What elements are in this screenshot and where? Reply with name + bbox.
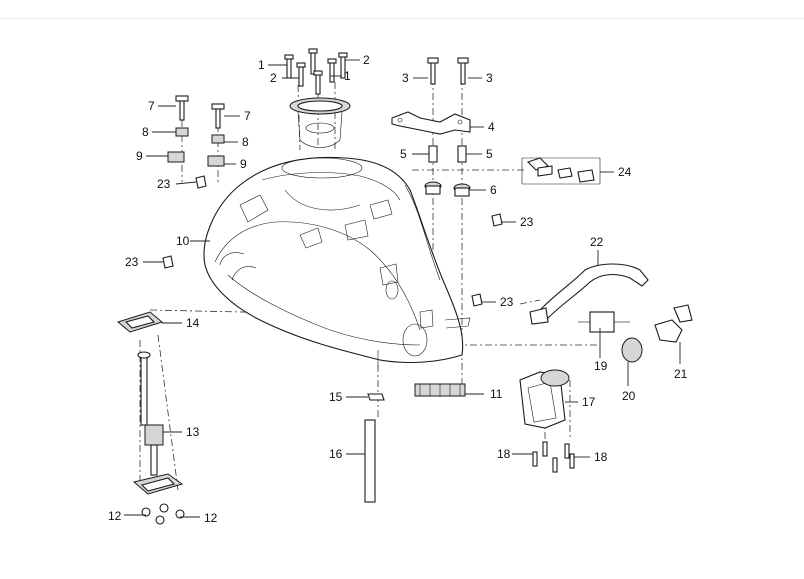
callout-18: 18 [594, 450, 608, 464]
callout-10: 10 [176, 234, 190, 248]
fuel-tank [203, 156, 471, 368]
callout-21: 21 [674, 367, 688, 381]
bracket-assembly [391, 57, 471, 197]
callout-11: 11 [490, 387, 503, 401]
callout-23: 23 [157, 177, 171, 191]
callout-23: 23 [125, 255, 139, 269]
drain-hose-16 [364, 393, 385, 503]
callout-17: 17 [582, 395, 596, 409]
callout-18: 18 [497, 447, 511, 461]
fuel-line-assembly [529, 263, 693, 363]
callout-labels: 1 1 2 2 3 3 4 5 5 6 7 7 8 8 9 9 10 11 12… [108, 53, 688, 525]
callout-4: 4 [488, 120, 495, 134]
callout-5: 5 [486, 147, 493, 161]
mount-bolts-7-8-9 [167, 95, 225, 167]
page-top-rule [0, 18, 804, 19]
clips-23 [162, 175, 503, 307]
fuel-pump-17 [519, 369, 575, 473]
rubber-pads-24 [521, 157, 601, 185]
callout-15: 15 [329, 390, 343, 404]
callout-13: 13 [186, 425, 200, 439]
callout-16: 16 [329, 447, 343, 461]
callout-6: 6 [490, 183, 497, 197]
callout-3: 3 [486, 71, 493, 85]
callout-12: 12 [108, 509, 122, 523]
callout-19: 19 [594, 359, 608, 373]
tank-stay-assembly [116, 311, 185, 525]
callout-2: 2 [363, 53, 370, 67]
callout-23: 23 [500, 295, 514, 309]
callout-7: 7 [244, 109, 251, 123]
callout-24: 24 [618, 165, 632, 179]
callout-12: 12 [204, 511, 218, 525]
callout-8: 8 [142, 125, 149, 139]
callout-22: 22 [590, 235, 604, 249]
callout-2: 2 [270, 71, 277, 85]
filler-cap-ring [289, 97, 351, 148]
callout-7: 7 [148, 99, 155, 113]
plate-11 [414, 383, 466, 397]
callout-5: 5 [400, 147, 407, 161]
callout-1: 1 [258, 58, 265, 72]
bolt-set-1-2 [284, 48, 348, 95]
callout-14: 14 [186, 316, 200, 330]
leader-lines [124, 59, 681, 518]
callout-23: 23 [520, 215, 534, 229]
callout-3: 3 [402, 71, 409, 85]
callout-20: 20 [622, 389, 636, 403]
callout-8: 8 [242, 135, 249, 149]
callout-9: 9 [240, 157, 247, 171]
callout-9: 9 [136, 149, 143, 163]
callout-1: 1 [344, 69, 351, 83]
